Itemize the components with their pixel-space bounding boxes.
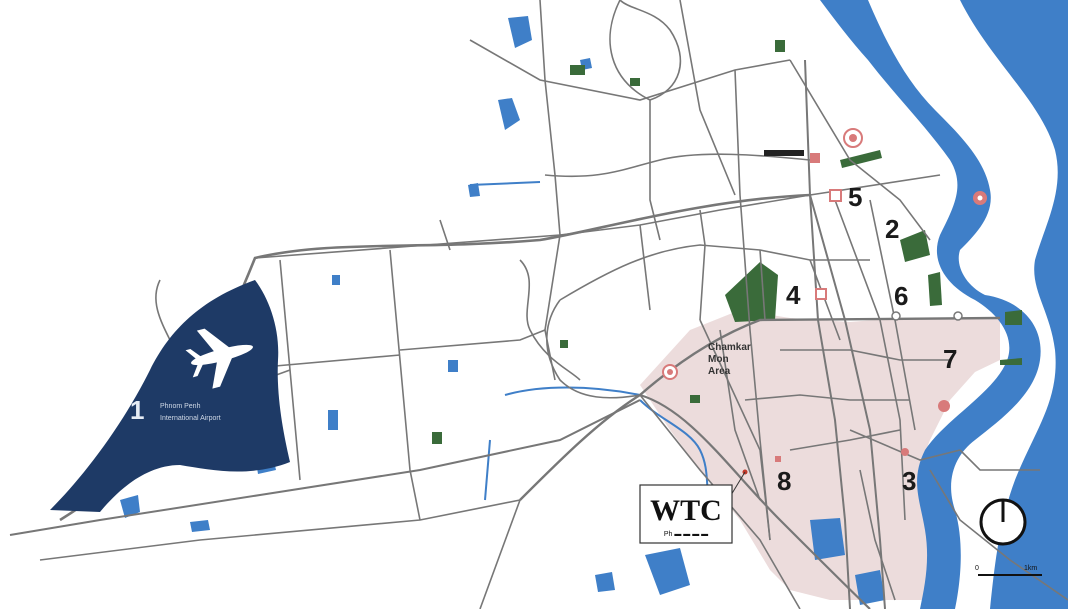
wtc-logo-subtitle: Ph ▬ ▬ ▬ ▬ xyxy=(664,531,708,538)
small-lakes xyxy=(120,16,885,605)
airport-area xyxy=(50,280,290,512)
airport-number: 1 xyxy=(130,395,144,425)
district-label-line3: Area xyxy=(708,366,731,377)
airplane-icon xyxy=(185,328,253,389)
landmark-pin-icon xyxy=(901,448,909,456)
scale-start-label: 0 xyxy=(975,565,979,572)
site-number-3: 3 xyxy=(902,466,916,496)
district-label-line2: Mon xyxy=(708,354,729,365)
landmark-pin-icon xyxy=(973,191,987,205)
landmark-pin-icon xyxy=(843,128,863,148)
site-square-icon xyxy=(810,153,820,163)
wtc-logo-title: WTC xyxy=(650,494,722,527)
junction-circle xyxy=(891,311,901,321)
site-number-2: 2 xyxy=(885,214,899,244)
landmark-markers xyxy=(662,128,987,475)
landmark-pin-icon xyxy=(662,364,678,380)
landmark-pin-icon xyxy=(938,400,950,412)
chamkar-mon-district xyxy=(640,310,1000,600)
site-number-4: 4 xyxy=(786,280,801,310)
airport-name-line1: Phnom Penh xyxy=(160,403,201,410)
site-number-8: 8 xyxy=(777,466,791,496)
site-number-7: 7 xyxy=(943,344,957,374)
north-arrow-icon xyxy=(979,498,1027,546)
scale-bar: 0 1km xyxy=(975,565,1042,576)
site-square-icon xyxy=(815,288,827,300)
airport-name-line2: International Airport xyxy=(160,415,221,422)
junction-circle xyxy=(953,311,963,321)
mekong-river xyxy=(820,0,1041,609)
site-number-6: 6 xyxy=(894,281,908,311)
redacted-label xyxy=(764,150,804,156)
site-number-5: 5 xyxy=(848,182,862,212)
site-square-icon xyxy=(775,456,781,462)
wtc-logo: WTC Ph ▬ ▬ ▬ ▬ xyxy=(639,484,733,544)
river-channel-east xyxy=(960,0,1068,609)
district-label-line1: Chamkar xyxy=(708,342,751,353)
site-square-icon xyxy=(829,189,842,202)
scale-end-label: 1km xyxy=(1024,565,1037,572)
